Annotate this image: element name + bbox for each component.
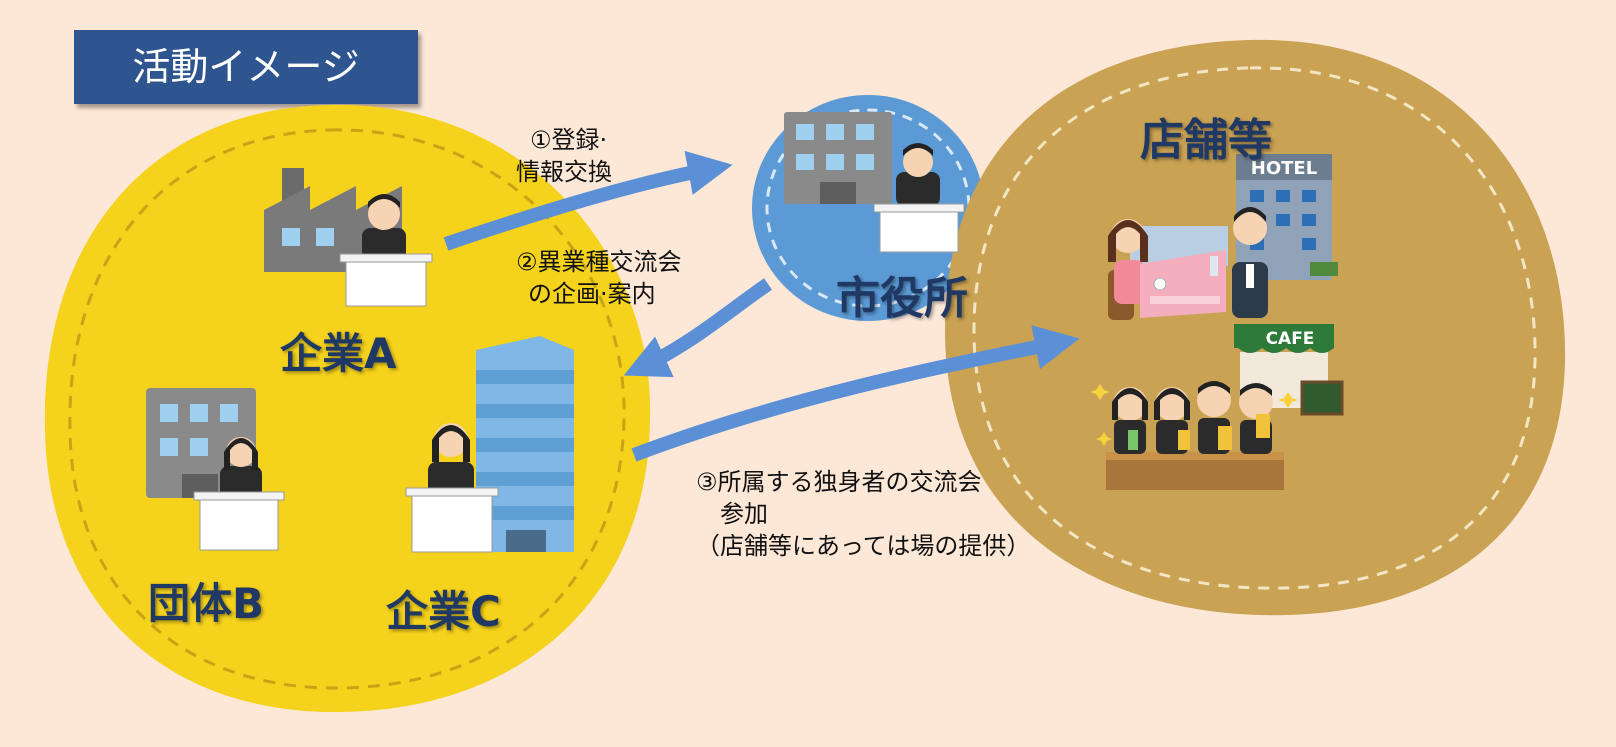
group-party-icon: [1090, 381, 1298, 490]
person-at-desk-icon: [405, 423, 499, 553]
title-box: 活動イメージ: [74, 30, 418, 104]
hotel-sign: HOTEL: [1251, 158, 1317, 179]
step3-line3: （店舗等にあっては場の提供）: [696, 532, 1031, 560]
step1-line1: ①登録·: [530, 126, 608, 154]
group-b-label: 団体B: [148, 579, 265, 628]
step1-text: ①登録· 情報交換: [516, 124, 612, 188]
city-hall-building-icon: [784, 112, 892, 204]
arrow-participation: [631, 325, 1080, 462]
company-a-label: 企業A: [280, 329, 397, 378]
step2-line1: ②異業種交流会: [516, 248, 682, 276]
shops-label: 店舗等: [1140, 115, 1272, 166]
arrow-registration: [443, 150, 733, 251]
dining-couple-icon: [1108, 207, 1268, 320]
cafe-sign: CAFE: [1266, 329, 1315, 349]
person-at-desk-icon: [193, 437, 285, 551]
person-at-desk-icon: [339, 194, 433, 307]
organizations-circle: [44, 104, 651, 713]
skyscraper-icon: [476, 336, 574, 552]
step3-line1: ③所属する独身者の交流会: [696, 468, 982, 496]
hotel-icon: HOTEL: [1236, 154, 1338, 280]
step1-line2: 情報交換: [516, 158, 612, 186]
city-hall-label: 市役所: [836, 273, 968, 324]
step3-text: ③所属する独身者の交流会 参加 （店舗等にあっては場の提供）: [696, 466, 1030, 562]
step2-line2: の企画·案内: [528, 280, 656, 308]
company-c-label: 企業C: [386, 587, 501, 636]
official-at-desk-icon: [873, 143, 965, 253]
arrow-event-planning: [623, 278, 772, 378]
step2-text: ②異業種交流会 の企画·案内: [516, 246, 682, 310]
step3-line2: 参加: [720, 500, 768, 528]
